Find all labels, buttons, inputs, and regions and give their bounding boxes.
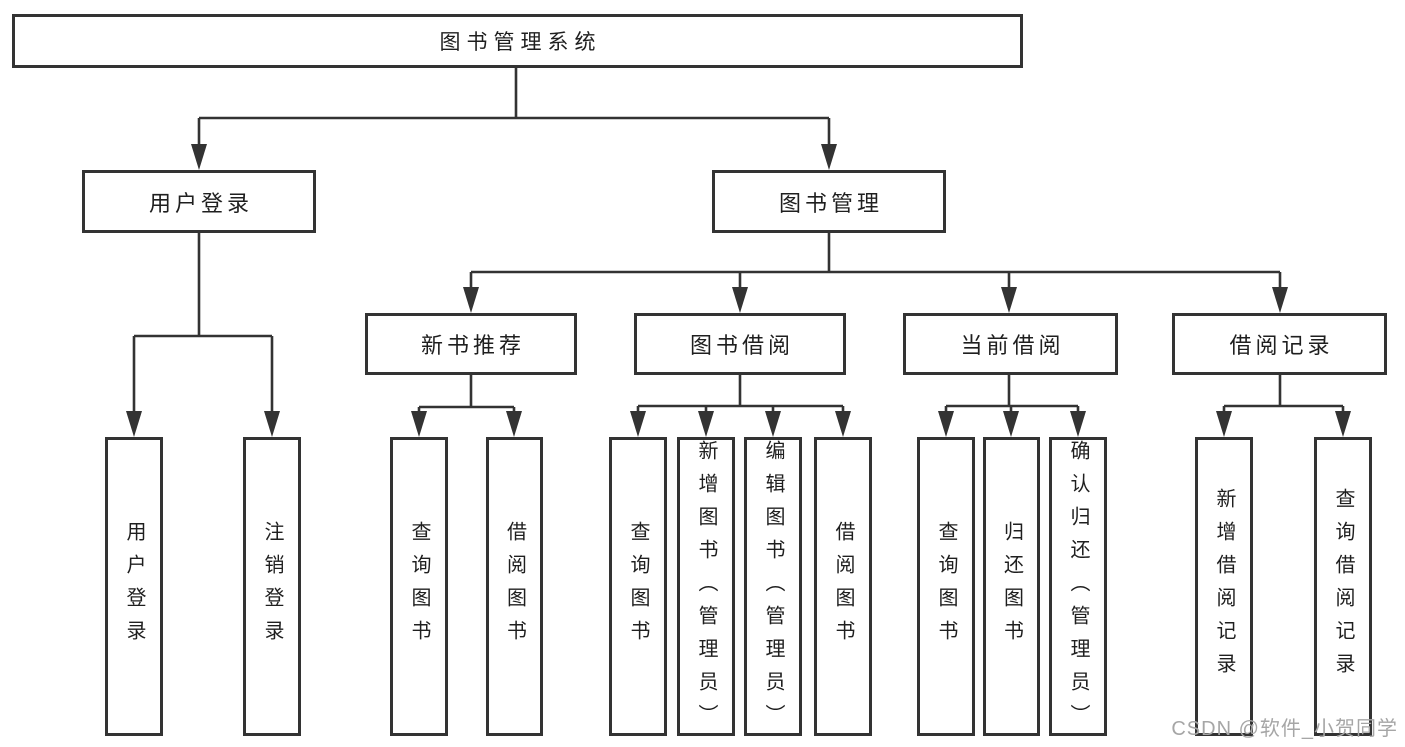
connector-current-borrow-children	[938, 375, 1086, 437]
leaf-query-books-current: 查询图书	[917, 437, 975, 736]
arrowhead-icon	[835, 411, 851, 437]
leaf-confirm-return-admin: 确认归还（管理员）	[1049, 437, 1107, 737]
connector-book-management-children	[463, 232, 1288, 313]
node-borrow-records: 借阅记录	[1172, 313, 1387, 375]
connector-line	[199, 68, 829, 120]
arrowhead-icon	[698, 411, 714, 437]
leaf-query-borrow-record: 查询借阅记录	[1314, 437, 1372, 736]
connector-new-book-recommend-children	[411, 375, 522, 437]
node-current-borrow: 当前借阅	[903, 313, 1118, 375]
leaf-borrow-books-recommend: 借阅图书	[486, 437, 543, 736]
leaf-query-books-borrow: 查询图书	[609, 437, 667, 736]
connector-borrow-records-children	[1216, 375, 1351, 437]
node-new-book-recommend: 新书推荐	[365, 313, 577, 375]
arrowhead-icon	[1001, 287, 1017, 313]
node-book-management: 图书管理	[712, 170, 946, 233]
arrowhead-icon	[938, 411, 954, 437]
arrowhead-icon	[765, 411, 781, 437]
arrowhead-icon	[506, 411, 522, 437]
leaf-add-books-admin: 新增图书（管理员）	[677, 437, 735, 737]
leaf-borrow-books: 借阅图书	[814, 437, 872, 736]
arrowhead-icon	[463, 287, 479, 313]
leaf-logout: 注销登录	[243, 437, 301, 736]
arrowhead-icon	[732, 287, 748, 313]
arrowhead-icon	[1003, 411, 1019, 437]
connector-line	[471, 232, 1280, 274]
connector-line	[134, 232, 272, 338]
connector-line	[419, 375, 514, 409]
connector-user-login-children	[126, 232, 280, 437]
arrowhead-icon	[191, 144, 207, 170]
arrowhead-icon	[1335, 411, 1351, 437]
arrowhead-icon	[411, 411, 427, 437]
node-library-management-system: 图书管理系统	[12, 14, 1023, 68]
connector-root-to-level2	[191, 68, 837, 170]
arrowhead-icon	[1216, 411, 1232, 437]
arrowhead-icon	[126, 411, 142, 437]
watermark: CSDN @软件_小贺同学	[1171, 718, 1398, 740]
arrowhead-icon	[264, 411, 280, 437]
arrowhead-icon	[1070, 411, 1086, 437]
connector-line	[1224, 375, 1343, 408]
leaf-return-books: 归还图书	[983, 437, 1040, 736]
leaf-user-login: 用户登录	[105, 437, 163, 736]
node-book-borrow: 图书借阅	[634, 313, 846, 375]
connector-line	[946, 375, 1078, 408]
connector-line	[638, 375, 843, 408]
leaf-add-borrow-record: 新增借阅记录	[1195, 437, 1253, 736]
arrowhead-icon	[630, 411, 646, 437]
arrowhead-icon	[1272, 287, 1288, 313]
connector-book-borrow-children	[630, 375, 851, 437]
leaf-query-books-recommend: 查询图书	[390, 437, 448, 736]
node-user-login: 用户登录	[82, 170, 316, 233]
arrowhead-icon	[821, 144, 837, 170]
leaf-edit-books-admin: 编辑图书（管理员）	[744, 437, 802, 737]
